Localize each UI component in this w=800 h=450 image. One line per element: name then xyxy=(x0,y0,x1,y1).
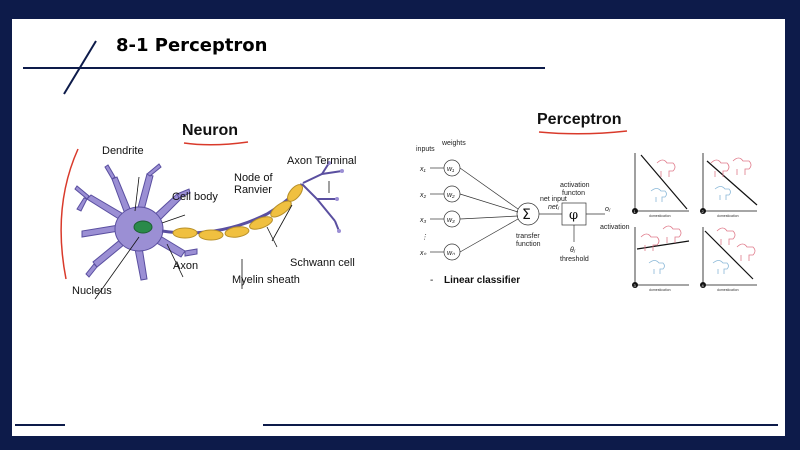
label-nucleus: Nucleus xyxy=(72,285,112,297)
label-transfer-2: function xyxy=(516,241,541,248)
linear-classifier-label: Linear classifier xyxy=(444,275,521,286)
bottom-rule-right xyxy=(263,424,778,426)
phi-symbol: φ xyxy=(569,208,578,223)
label-threshold: threshold xyxy=(560,256,589,263)
bullet-dash: - xyxy=(430,275,434,286)
panel-xlabel: domestication xyxy=(717,288,739,292)
label-inputs: inputs xyxy=(416,146,435,153)
label-activation-fn-2: functon xyxy=(562,190,585,197)
label-myelin-sheath: Myelin sheath xyxy=(232,274,300,286)
panel-number: 4 xyxy=(702,283,705,288)
panel-number: 1 xyxy=(634,209,637,214)
neuron-illustration xyxy=(74,161,344,300)
perceptron-diagram: inputs weights x₁ x₂ x₃ xₙ ⋮ w₁ w₂ w₃ w xyxy=(416,140,630,263)
label-net-input-1: net input xyxy=(540,196,567,203)
label-node-of-ranvier-1: Node of xyxy=(234,172,273,184)
label-axon-terminal: Axon Terminal xyxy=(287,155,357,167)
label-transfer-1: transfer xyxy=(516,233,540,240)
bottom-rule-left xyxy=(15,424,65,426)
weight-w1: w₁ xyxy=(447,166,455,173)
panel-4: 4 domestication xyxy=(700,227,757,292)
label-weights: weights xyxy=(441,140,466,147)
neuron-heading: Neuron xyxy=(182,122,238,139)
label-theta: θⱼ xyxy=(570,247,576,254)
panel-xlabel: domestication xyxy=(649,288,671,292)
neuron-heading-underline xyxy=(183,141,249,146)
slide: 8-1 Perceptron Neuron xyxy=(12,19,785,436)
label-output: oⱼ xyxy=(605,206,611,213)
red-bracket-annotation xyxy=(60,148,79,280)
label-activation: activation xyxy=(600,224,630,231)
label-net-input-2: netⱼ xyxy=(548,204,560,211)
label-activation-fn-1: activation xyxy=(560,182,590,189)
nucleus-shape xyxy=(133,220,153,234)
perceptron-heading: Perceptron xyxy=(537,111,622,128)
input-x2: x₂ xyxy=(419,192,427,199)
perceptron-heading-underline xyxy=(538,130,628,135)
label-axon: Axon xyxy=(173,260,199,272)
sum-symbol: Σ xyxy=(522,207,531,223)
page-title: 8-1 Perceptron xyxy=(116,35,268,56)
panel-2: 2 domestication xyxy=(700,153,758,218)
input-vdots: ⋮ xyxy=(421,234,428,241)
panel-1: 1 domestication xyxy=(632,153,689,218)
label-node-of-ranvier-2: Ranvier xyxy=(234,184,272,196)
input-xn: xₙ xyxy=(419,250,427,257)
input-x1: x₁ xyxy=(419,166,427,173)
weight-wn: wₙ xyxy=(447,250,455,257)
label-cell-body: Cell body xyxy=(172,191,218,203)
label-schwann-cell: Schwann cell xyxy=(290,257,355,269)
weight-w2: w₂ xyxy=(447,192,455,199)
panel-3: 3 domestication xyxy=(632,225,690,292)
panel-number: 3 xyxy=(634,283,637,288)
title-underline-rule xyxy=(23,67,545,69)
panel-xlabel: domestication xyxy=(717,214,739,218)
panel-xlabel: domestication xyxy=(649,214,671,218)
classifier-panels: 1 domestication 2 domestication 3 domest… xyxy=(632,153,758,292)
panel-number: 2 xyxy=(702,209,705,214)
weight-w3: w₃ xyxy=(447,217,455,224)
input-x3: x₃ xyxy=(419,217,427,224)
label-dendrite: Dendrite xyxy=(102,145,144,157)
